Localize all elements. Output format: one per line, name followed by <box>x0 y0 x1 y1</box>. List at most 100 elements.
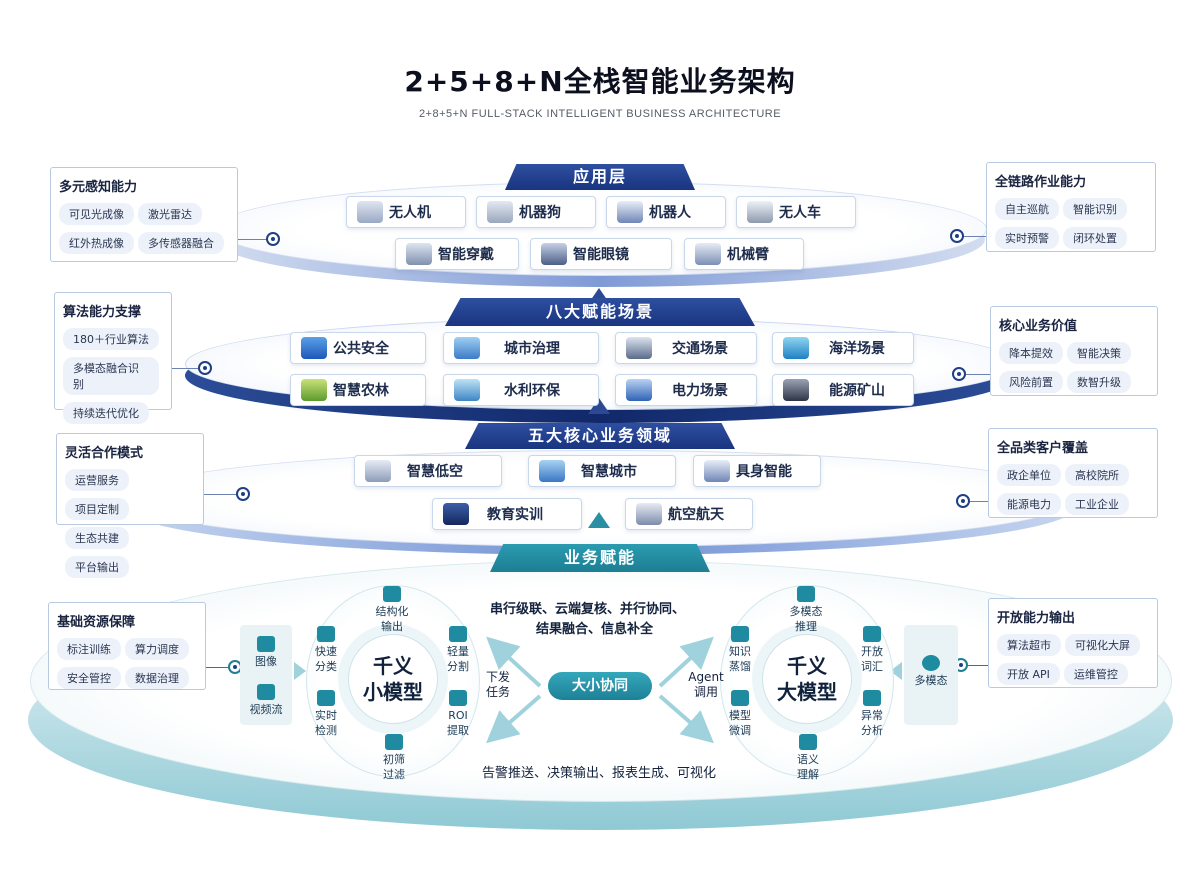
core-card-smart-city: 智慧城市 <box>528 455 676 487</box>
smartwatch-icon <box>406 243 432 265</box>
traffic-icon <box>626 337 652 359</box>
glasses-icon <box>541 243 567 265</box>
robot-arm-icon <box>695 243 721 265</box>
connector-dot <box>266 232 280 246</box>
small-node-realtime-detect: 实时检测 <box>304 690 348 738</box>
filter-icon <box>385 734 403 750</box>
scene-card-traffic: 交通场景 <box>615 332 757 364</box>
input-multimodal: 多模态 <box>906 655 956 688</box>
connector-dot <box>952 367 966 381</box>
flow-bottom: 告警推送、决策输出、报表生成、可视化 <box>482 766 717 781</box>
connector-dot <box>950 229 964 243</box>
core-layer-banner: 五大核心业务领域 <box>465 423 735 449</box>
connector-line <box>238 239 272 240</box>
small-node-prefilter: 初筛过滤 <box>372 734 416 782</box>
app-card-unmanned-car: 无人车 <box>736 196 856 228</box>
left-box-algorithm: 算法能力支撑 180＋行业算法 多模态融合识别 持续迭代优化 <box>54 292 172 424</box>
small-node-fast-classify: 快速分类 <box>304 626 348 674</box>
scene-card-public-safety: 公共安全 <box>290 332 426 364</box>
page-title: 2+5+8+N全栈智能业务架构 <box>404 65 796 98</box>
drone-icon <box>365 460 391 482</box>
up-arrow-icon <box>588 512 610 528</box>
scene-card-water-env: 水利环保 <box>443 374 599 406</box>
scene-card-energy-mining: 能源矿山 <box>772 374 914 406</box>
city-icon <box>454 337 480 359</box>
arrow-right-icon <box>294 662 306 680</box>
stack-icon <box>383 586 401 602</box>
robot-dog-icon <box>487 201 513 223</box>
connector-line <box>172 368 202 369</box>
biz-layer-banner: 业务赋能 <box>490 544 710 572</box>
anomaly-icon <box>863 690 881 706</box>
app-card-wearable: 智能穿戴 <box>395 238 519 270</box>
connector-line <box>964 665 988 666</box>
big-node-semantic: 语义理解 <box>786 734 830 782</box>
small-model-core: 千义 小模型 <box>348 634 438 724</box>
app-card-robot-arm: 机械臂 <box>684 238 804 270</box>
big-model-core: 千义 大模型 <box>762 634 852 724</box>
right-box-core-value: 核心业务价值 降本提效智能决策 风险前置数智升级 <box>990 306 1158 396</box>
connector-line <box>204 494 240 495</box>
mining-icon <box>783 379 809 401</box>
input-image: 图像 <box>244 636 288 669</box>
multimodal-icon <box>922 655 940 671</box>
ocean-wave-icon <box>783 337 809 359</box>
scene-card-ocean: 海洋场景 <box>772 332 914 364</box>
app-card-smart-glasses: 智能眼镜 <box>530 238 672 270</box>
scene-card-power: 电力场景 <box>615 374 757 406</box>
app-layer-banner: 应用层 <box>505 164 695 190</box>
left-box-cooperation: 灵活合作模式 运营服务项目定制 生态共建平台输出 <box>56 433 204 578</box>
shield-icon <box>301 337 327 359</box>
car-icon <box>747 201 773 223</box>
big-node-open-vocab: 开放词汇 <box>850 626 894 674</box>
big-node-anomaly-analysis: 异常分析 <box>850 690 894 738</box>
semantic-icon <box>799 734 817 750</box>
small-node-structured-output: 结构化输出 <box>362 586 422 634</box>
connector-line <box>206 667 232 668</box>
connector-line <box>962 374 990 375</box>
input-panel-right <box>904 625 958 725</box>
app-card-robot-dog: 机器狗 <box>476 196 596 228</box>
scene-card-agri-forestry: 智慧农林 <box>290 374 426 406</box>
left-box-perception: 多元感知能力 可见光成像激光雷达 红外热成像多传感器融合 <box>50 167 238 262</box>
video-icon <box>257 684 275 700</box>
connector-dot <box>236 487 250 501</box>
input-video-stream: 视频流 <box>244 684 288 717</box>
big-node-multimodal-reasoning: 多模态推理 <box>776 586 836 634</box>
core-card-embodied-ai: 具身智能 <box>693 455 821 487</box>
flow-arrows <box>485 636 715 744</box>
scenes-layer-banner: 八大赋能场景 <box>445 298 755 326</box>
farm-icon <box>301 379 327 401</box>
classify-icon <box>317 626 335 642</box>
tune-icon <box>731 690 749 706</box>
core-card-low-altitude: 智慧低空 <box>354 455 502 487</box>
robot-icon <box>704 460 730 482</box>
dispatch-task-label: 下发任务 <box>485 670 510 699</box>
scene-card-city-governance: 城市治理 <box>443 332 599 364</box>
robot-icon <box>617 201 643 223</box>
detect-icon <box>317 690 335 706</box>
flask-icon <box>731 626 749 642</box>
multimodal-icon <box>797 586 815 602</box>
dam-icon <box>454 379 480 401</box>
graduation-cap-icon <box>443 503 469 525</box>
core-card-education: 教育实训 <box>432 498 582 530</box>
book-icon <box>863 626 881 642</box>
app-card-robot: 机器人 <box>606 196 726 228</box>
image-icon <box>257 636 275 652</box>
connector-dot <box>198 361 212 375</box>
small-node-light-segment: 轻量分割 <box>436 626 480 674</box>
drone-icon <box>357 201 383 223</box>
solar-panel-icon <box>626 379 652 401</box>
center-collab-badge: 大小协同 <box>548 672 652 700</box>
roi-icon <box>449 690 467 706</box>
core-card-aerospace: 航空航天 <box>625 498 753 530</box>
segment-icon <box>449 626 467 642</box>
right-box-full-chain: 全链路作业能力 自主巡航智能识别 实时预警闭环处置 <box>986 162 1156 252</box>
page-subtitle: 2+8+5+N FULL-STACK INTELLIGENT BUSINESS … <box>418 108 782 120</box>
left-box-resources: 基础资源保障 标注训练算力调度 安全管控数据治理 <box>48 602 206 690</box>
connector-line <box>958 236 986 237</box>
